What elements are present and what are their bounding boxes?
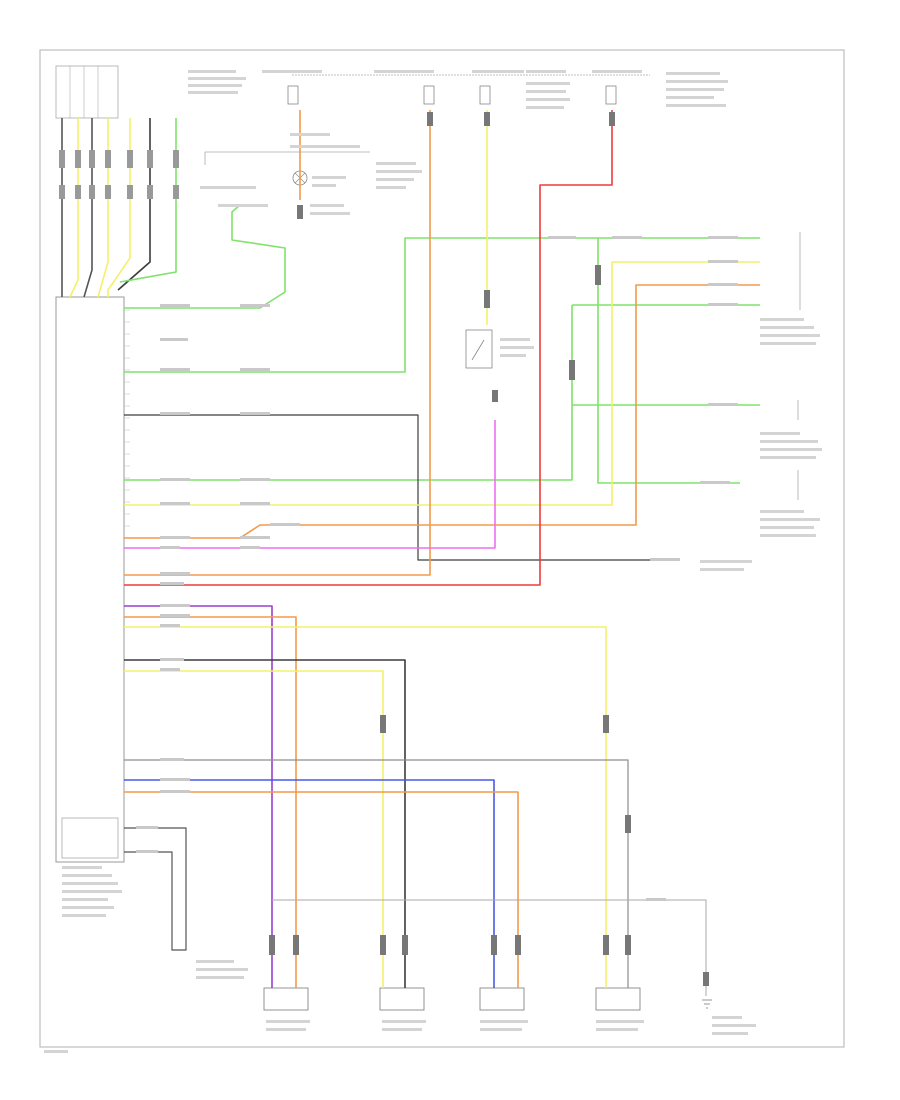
wire-red-3 bbox=[124, 791, 519, 988]
wire-violet-1 bbox=[124, 605, 273, 988]
switch-icon bbox=[465, 329, 493, 369]
wire-red bbox=[124, 110, 613, 586]
wire-green-4 bbox=[597, 238, 740, 484]
top-left-wires bbox=[61, 118, 177, 298]
right-component-brackets bbox=[797, 232, 801, 500]
wire-yellow-3 bbox=[124, 626, 607, 988]
wire-gray-2 bbox=[124, 759, 629, 988]
top-left-connector bbox=[55, 65, 119, 119]
module-connector-box bbox=[61, 817, 119, 859]
wire-ground bbox=[272, 899, 707, 996]
wire-blue bbox=[124, 779, 495, 988]
diagram-border bbox=[39, 49, 845, 1048]
wire-orange-1 bbox=[124, 284, 760, 539]
wire-connector-markers bbox=[269, 112, 709, 986]
wire-yellow-4 bbox=[124, 670, 384, 988]
wire-dark-2 bbox=[124, 659, 406, 988]
control-module-box bbox=[55, 296, 125, 863]
wire-orange-2 bbox=[124, 110, 431, 576]
top-left-wire-markers bbox=[59, 150, 179, 199]
wire-gray-top bbox=[124, 204, 286, 309]
ground-icon bbox=[702, 999, 712, 1009]
control-module-pins bbox=[124, 309, 130, 539]
wire-bottom-left bbox=[124, 827, 187, 951]
fuse-icon bbox=[287, 85, 617, 105]
wire-dark-1 bbox=[124, 414, 660, 561]
wire-green-1 bbox=[124, 237, 760, 373]
wire-red-2 bbox=[124, 616, 297, 988]
wire-code-labels bbox=[136, 236, 738, 901]
sensor-icon bbox=[263, 987, 641, 1011]
wire-yellow-1 bbox=[124, 261, 760, 506]
label-placeholders bbox=[44, 70, 822, 1053]
wire-pink bbox=[124, 420, 496, 549]
wires bbox=[124, 110, 760, 996]
